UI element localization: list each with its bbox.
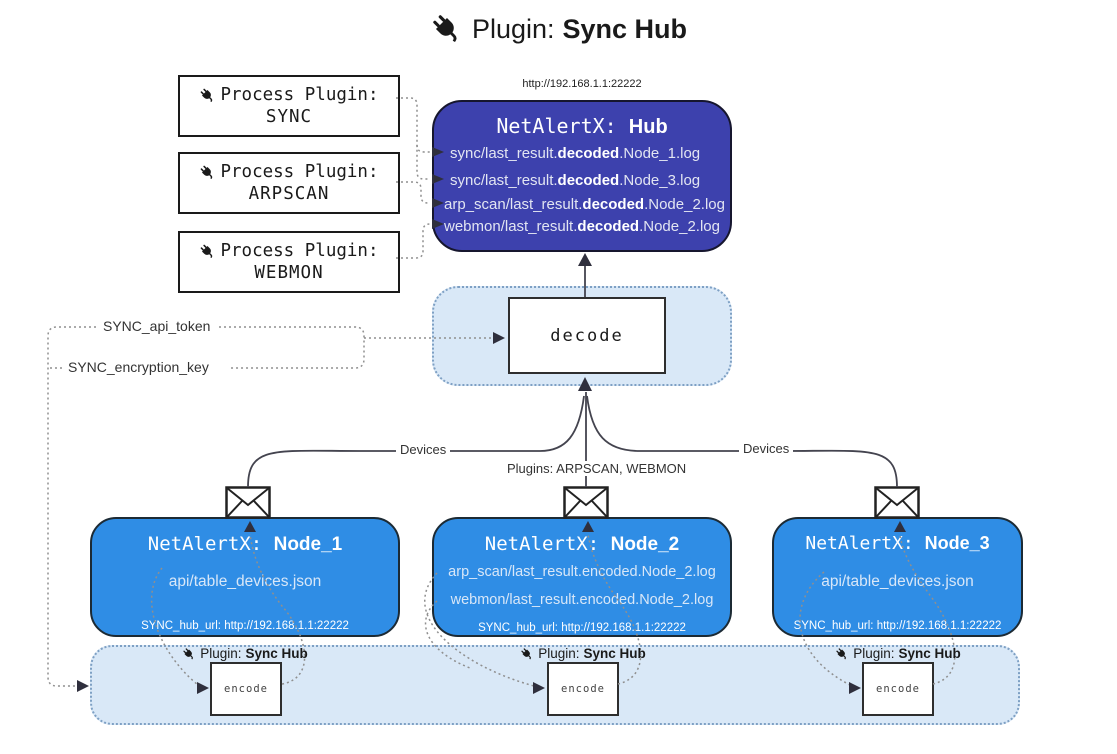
process-plugin-label: Process Plugin:: [220, 85, 379, 105]
plug-icon: [199, 87, 216, 104]
edge-arpscan-to-hub: [396, 181, 430, 204]
node-title-prefix: NetAlertX:: [484, 533, 600, 555]
process-plugin-name: WEBMON: [254, 263, 324, 283]
process-plugin-box-sync: Process Plugin: SYNC: [178, 75, 400, 137]
hub-log-line: arp_scan/last_result.decoded.Node_2.log: [444, 196, 725, 213]
encode-plugin-label: Plugin:Sync Hub: [145, 646, 345, 661]
node-hub-url: SYNC_hub_url: http://192.168.1.1:22222: [478, 622, 686, 634]
process-plugin-name: SYNC: [265, 107, 313, 127]
plug-icon: [199, 164, 216, 181]
process-plugin-label: Process Plugin:: [220, 162, 379, 182]
edge-webmon-to-hub: [396, 223, 431, 259]
edge-keys-bracket: [219, 326, 365, 369]
plug-icon: [835, 647, 849, 661]
envelope-icon: [563, 486, 609, 519]
process-plugin-label: Process Plugin:: [220, 241, 379, 261]
title-name: Sync Hub: [562, 13, 688, 44]
node-file-line: api/table_devices.json: [168, 573, 322, 590]
node-hub-url: SYNC_hub_url: http://192.168.1.1:22222: [793, 620, 1002, 632]
hub-url: http://192.168.1.1:22222: [522, 78, 642, 90]
node-title-name: Node_3: [924, 533, 990, 553]
plugins-edge-label: Plugins: ARPSCAN, WEBMON: [503, 461, 691, 476]
node-title-prefix: NetAlertX:: [805, 533, 914, 554]
decode-box: decode: [508, 297, 666, 374]
sync-encryption-key-label: SYNC_encryption_key: [64, 359, 213, 375]
hub-log-line: sync/last_result.decoded.Node_3.log: [450, 172, 701, 189]
devices-label-left: Devices: [396, 442, 451, 457]
hub-log-line: sync/last_result.decoded.Node_1.log: [450, 145, 701, 162]
encode-box: encode: [862, 662, 934, 716]
node-file-line: webmon/last_result.encoded.Node_2.log: [450, 592, 714, 608]
node-box-node1: NetAlertX: Node_1 api/table_devices.json…: [90, 517, 400, 637]
hub-log-line: webmon/last_result.decoded.Node_2.log: [444, 218, 720, 235]
encode-box: encode: [210, 662, 282, 716]
node-file-line: arp_scan/last_result.encoded.Node_2.log: [448, 564, 716, 580]
hub-title: NetAlertX: Hub: [434, 114, 730, 139]
plug-icon: [430, 12, 464, 46]
encode-box: encode: [547, 662, 619, 716]
plug-icon: [182, 647, 196, 661]
edge-keys-to-encode-band: [47, 326, 101, 687]
devices-label-right: Devices: [739, 441, 794, 456]
sync-api-token-label: SYNC_api_token: [99, 318, 215, 334]
process-plugin-box-webmon: Process Plugin: WEBMON: [178, 231, 400, 293]
node-hub-url: SYNC_hub_url: http://192.168.1.1:22222: [141, 620, 349, 632]
envelope-icon: [874, 486, 920, 519]
plug-icon: [520, 647, 534, 661]
process-plugin-name: ARPSCAN: [248, 184, 330, 204]
node-title-name: Node_2: [610, 534, 680, 555]
title-label: Plugin:: [471, 13, 555, 44]
node-box-node3: NetAlertX: Node_3 api/table_devices.json…: [772, 517, 1023, 637]
envelope-icon: [225, 486, 271, 519]
plug-icon: [199, 243, 216, 260]
page-title: Plugin: Sync Hub: [0, 12, 1117, 46]
node-box-node2: NetAlertX: Node_2 arp_scan/last_result.e…: [432, 517, 732, 637]
edge-sync-to-hub-branch: [416, 144, 430, 153]
encode-plugin-label: Plugin:Sync Hub: [798, 646, 998, 661]
hub-title-prefix: NetAlertX:: [496, 114, 617, 138]
process-plugin-box-arpscan: Process Plugin: ARPSCAN: [178, 152, 400, 214]
encode-plugin-label: Plugin:Sync Hub: [483, 646, 683, 661]
hub-title-name: Hub: [628, 116, 668, 138]
hub-box: NetAlertX: Hub sync/last_result.decoded.…: [432, 100, 732, 252]
node-file-line: api/table_devices.json: [821, 573, 974, 590]
edge-sync-to-hub: [396, 97, 430, 180]
node-title-name: Node_1: [273, 534, 343, 555]
node-title-prefix: NetAlertX:: [147, 533, 263, 555]
